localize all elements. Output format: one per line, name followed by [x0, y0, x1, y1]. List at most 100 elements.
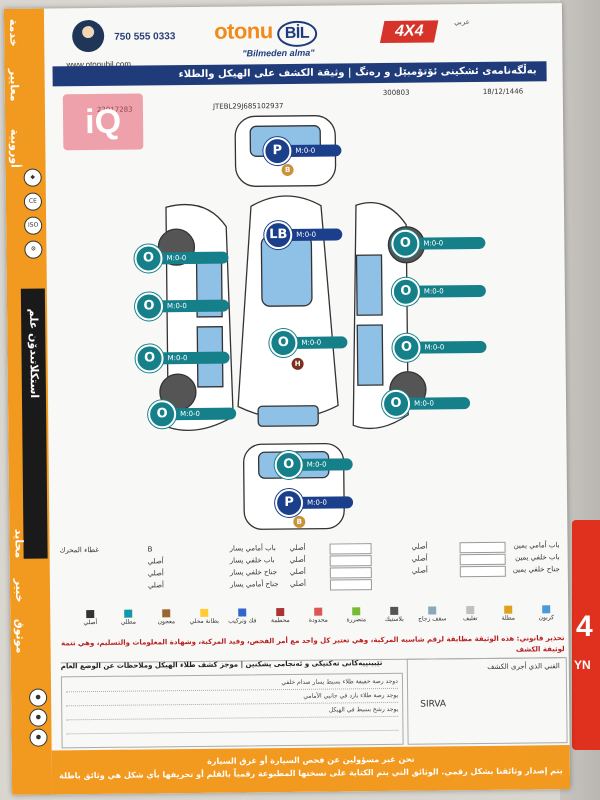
language-code: عربي: [454, 18, 470, 27]
part-value: أصلي: [289, 579, 307, 588]
part-checkbox[interactable]: [329, 555, 372, 567]
part-checkbox[interactable]: [329, 579, 373, 591]
legend-item: محدودة: [298, 607, 338, 624]
part-value: أصلي: [289, 555, 306, 564]
right-window-front: [355, 254, 383, 316]
legend-swatch: [314, 607, 323, 616]
marker-trunk[interactable]: O M:0-0: [274, 450, 353, 480]
marker-value: M:0-0: [297, 496, 354, 509]
part-value: أصلي: [289, 567, 306, 576]
technician-box: الفني الذي أجرى الكشف SIRVA: [406, 657, 568, 745]
sidebar-label-service: خدمة: [7, 18, 21, 47]
marker-code: O: [135, 344, 164, 373]
marker-value: M:0-0: [413, 236, 486, 250]
badge-4x4: 4X4: [379, 20, 439, 44]
legend-item: تغليف: [450, 606, 490, 622]
inspection-sheet: خدمة معايير أوروبية ◆ CE ISO ⚙ استكلاتىد…: [3, 3, 571, 795]
sidebar-label-trusted: موثوق: [13, 618, 27, 654]
marker-code: O: [269, 328, 298, 358]
avatar: [72, 19, 105, 53]
part-checkbox[interactable]: [459, 565, 506, 578]
info-date: 18/12/1446: [482, 87, 524, 96]
marker-left-fender-front[interactable]: O M:0-0: [134, 244, 229, 273]
logo-text: otonu: [214, 18, 273, 44]
part-label: غطاء المحرك: [59, 545, 99, 555]
part-value: أصلي: [289, 543, 306, 552]
badge-icon: ●: [29, 688, 48, 707]
legend-item: سقف زجاج: [412, 606, 452, 623]
marker-value: M:0-0: [296, 458, 353, 471]
vehicle-diagram: P M:0-0 B LB M:0-0 O M:0-0 O M:0-0 O M:0…: [45, 103, 567, 538]
legend-item: كربون: [526, 605, 566, 621]
legend-item: بلاستيك: [374, 606, 414, 623]
legend-swatch: [238, 608, 247, 617]
part-value: أصلي: [147, 569, 164, 578]
background-card: 4 YN: [572, 520, 600, 750]
marker-rear-bumper[interactable]: P M:0-0: [274, 488, 354, 518]
marker-left-door-front[interactable]: O M:0-0: [134, 292, 230, 321]
legend-item: محطمة: [260, 608, 300, 624]
marker-code: O: [274, 450, 303, 480]
part-label: باب أمامي يسار: [229, 544, 276, 553]
marker-code: O: [134, 292, 164, 321]
legend-swatch: [162, 609, 171, 618]
legend-swatch: [124, 609, 133, 618]
sidebar-label-standards: معايير: [7, 68, 21, 102]
part-checkbox[interactable]: [329, 543, 372, 555]
marker-right-door-rear[interactable]: O M:0-0: [392, 333, 487, 362]
note-line: دوجد رصة خفيفة طلاء بسيط يسار صدام خلفي: [65, 677, 399, 693]
legend-swatch: [466, 606, 475, 615]
marker-right-fender-front[interactable]: O M:0-0: [391, 229, 486, 258]
part-label: جناح أمامي يسار: [229, 580, 279, 589]
marker-code: LB: [264, 220, 293, 250]
marker-code: O: [148, 400, 177, 429]
legend-swatch: [390, 606, 399, 615]
part-value: أصلي: [411, 566, 428, 575]
gear-icon: ⚙: [24, 240, 43, 259]
technician-name: SIRVA: [420, 699, 447, 710]
part-label: جناح خلفي يمين: [512, 565, 560, 574]
legend-label: محدودة: [308, 616, 328, 624]
marker-roof[interactable]: O M:0-0: [269, 328, 348, 358]
marker-left-fender-rear[interactable]: O M:0-0: [148, 400, 237, 429]
iso-icon: ISO: [24, 216, 43, 235]
note-line: [66, 719, 399, 735]
legend-item: فك وتركيب: [222, 608, 262, 625]
marker-right-fender-rear[interactable]: O M:0-0: [381, 389, 471, 419]
part-label: باب أمامي يمين: [513, 541, 560, 550]
legend-swatch: [86, 610, 95, 619]
marker-dot: B: [293, 515, 306, 528]
marker-code: O: [392, 333, 421, 362]
note-line: يوجد رصة طلاء بارد في جانبي الأمامي: [66, 691, 399, 707]
card-digit: 4: [576, 610, 593, 643]
rear-glass: [257, 405, 319, 427]
shield-icon: ◆: [23, 168, 42, 187]
legend-label: محطمة: [270, 616, 290, 625]
sidebar-label-expert: خبير: [12, 578, 27, 603]
marker-right-door-front[interactable]: O M:0-0: [391, 277, 486, 306]
legend-item: أصلي: [70, 610, 110, 626]
marker-hood[interactable]: LB M:0-0: [264, 220, 343, 250]
part-checkbox[interactable]: [329, 567, 372, 579]
marker-code: O: [381, 389, 411, 419]
marker-left-door-rear[interactable]: O M:0-0: [135, 344, 230, 373]
logo-bil: BİL: [276, 20, 318, 48]
badge-icon: ●: [29, 728, 48, 747]
legend-item: معجون: [146, 609, 186, 625]
badge-icon: ●: [29, 708, 48, 727]
technician-label: الفني الذي أجرى الكشف: [487, 662, 560, 671]
part-checkbox[interactable]: [459, 553, 506, 566]
part-checkbox[interactable]: [459, 541, 506, 554]
marker-value: M:0-0: [170, 407, 237, 421]
ce-icon: CE: [23, 192, 43, 211]
note-line: يوجد رشح بسيط في الهيكل: [66, 705, 399, 721]
legend-label: مطلي: [120, 618, 136, 626]
legend-swatch: [504, 605, 513, 614]
part-value: أصلي: [147, 581, 165, 590]
sidebar-label-neutral: محايد: [12, 528, 26, 559]
sidebar-black-strip: استكلاتىدۆن علم: [20, 288, 48, 559]
marker-front-bumper[interactable]: P M:0-0: [263, 136, 342, 166]
legend-label: متضررة: [346, 616, 367, 624]
